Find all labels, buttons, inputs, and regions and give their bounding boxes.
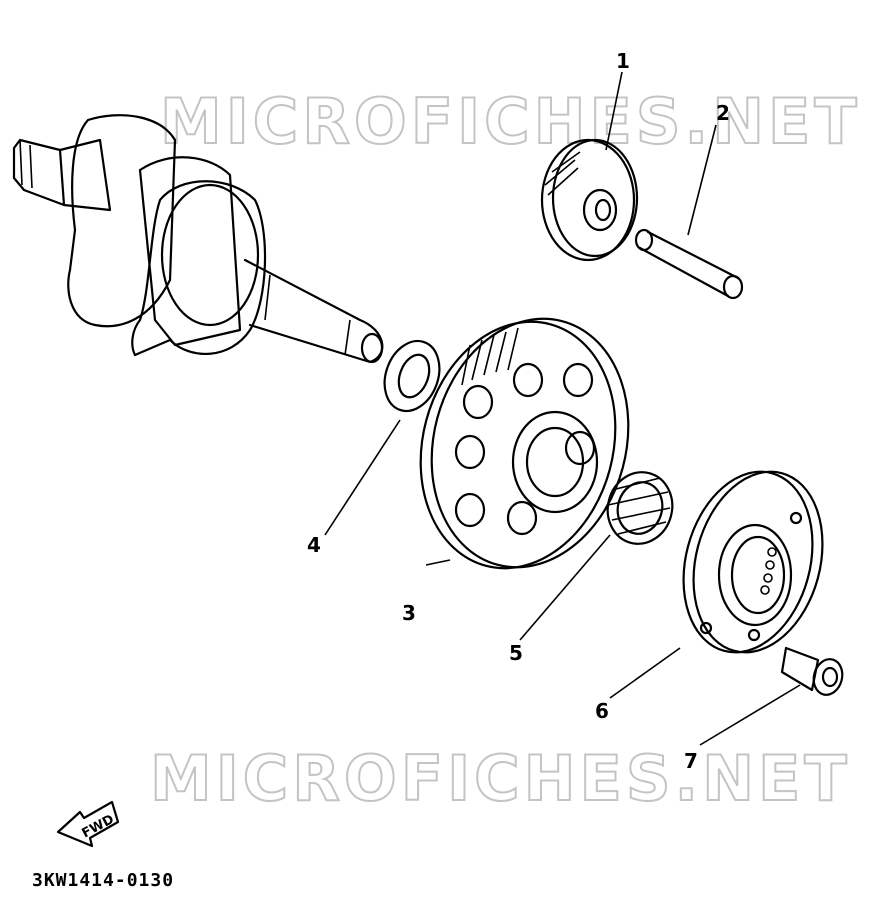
watermark-top: MICROFICHES.NET: [160, 85, 861, 158]
callout-2: 2: [716, 101, 730, 125]
callout-4: 4: [307, 533, 321, 557]
callout-3: 3: [402, 601, 416, 625]
callout-5: 5: [509, 641, 523, 665]
socket-bolt: [780, 646, 844, 696]
fwd-arrow-icon: FWD: [56, 800, 120, 848]
callout-6: 6: [595, 699, 609, 723]
one-way-clutch: [682, 470, 824, 654]
callout-7: 7: [684, 749, 698, 773]
callout-1: 1: [616, 49, 630, 73]
washer: [383, 339, 441, 413]
watermark-bottom: MICROFICHES.NET: [150, 742, 851, 815]
starter-idler-gear: [540, 138, 639, 262]
needle-bearing: [606, 471, 674, 545]
diagram-code: 3KW1414-0130: [32, 870, 175, 891]
crankshaft: [12, 114, 384, 364]
idler-gear-shaft: [634, 228, 744, 300]
leader-lines: [324, 71, 801, 746]
starter-wheel-gear: [419, 317, 630, 570]
